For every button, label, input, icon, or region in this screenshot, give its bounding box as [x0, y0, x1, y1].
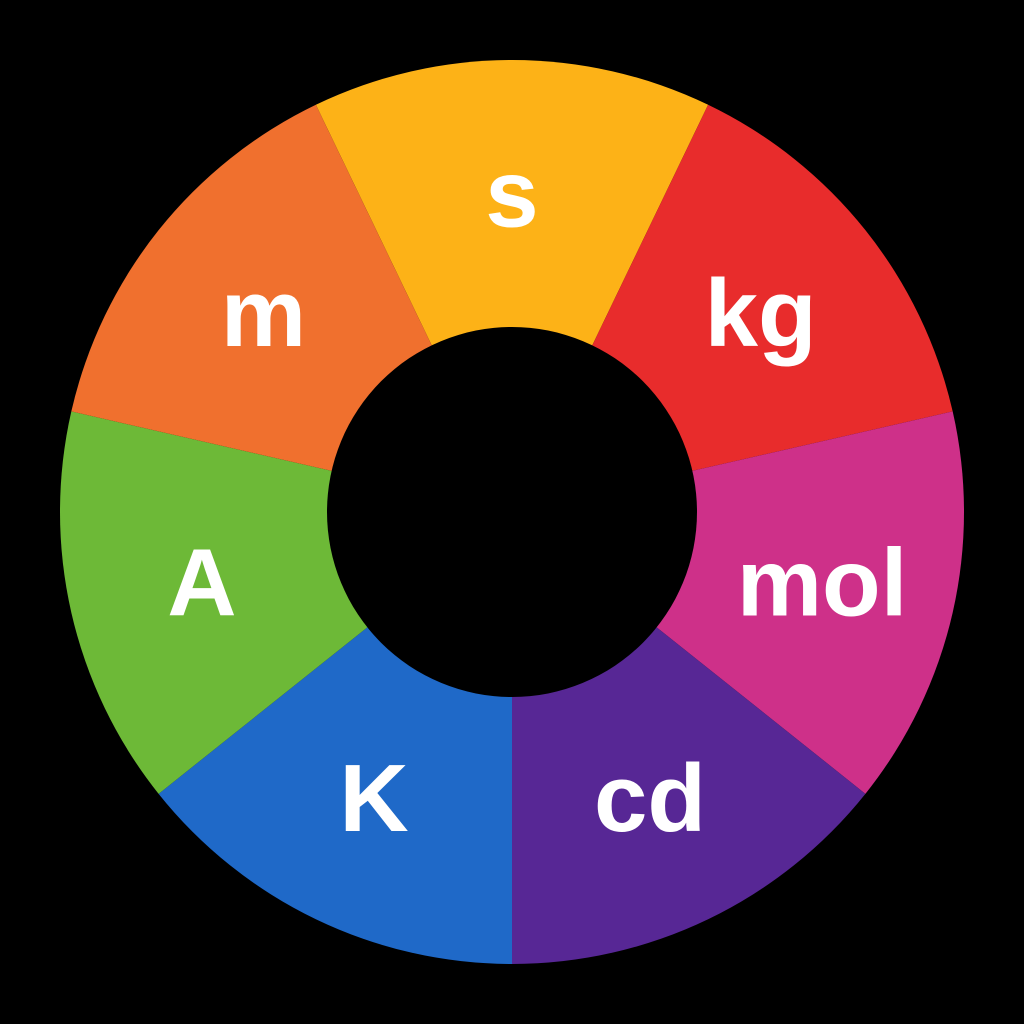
center-hole — [327, 327, 697, 697]
segment-s — [315, 59, 709, 512]
segment-label-cd: cd — [594, 745, 706, 852]
segment-label-a: A — [167, 529, 236, 636]
labels-layer: s kg mol cd K Am — [167, 141, 907, 853]
segment-label-mol: mol — [737, 529, 908, 636]
segment-label-m: m — [221, 260, 306, 367]
segment-label-kg: kg — [705, 260, 817, 367]
segment-label-k: K — [339, 745, 408, 852]
segment-label-s: s — [485, 141, 538, 248]
